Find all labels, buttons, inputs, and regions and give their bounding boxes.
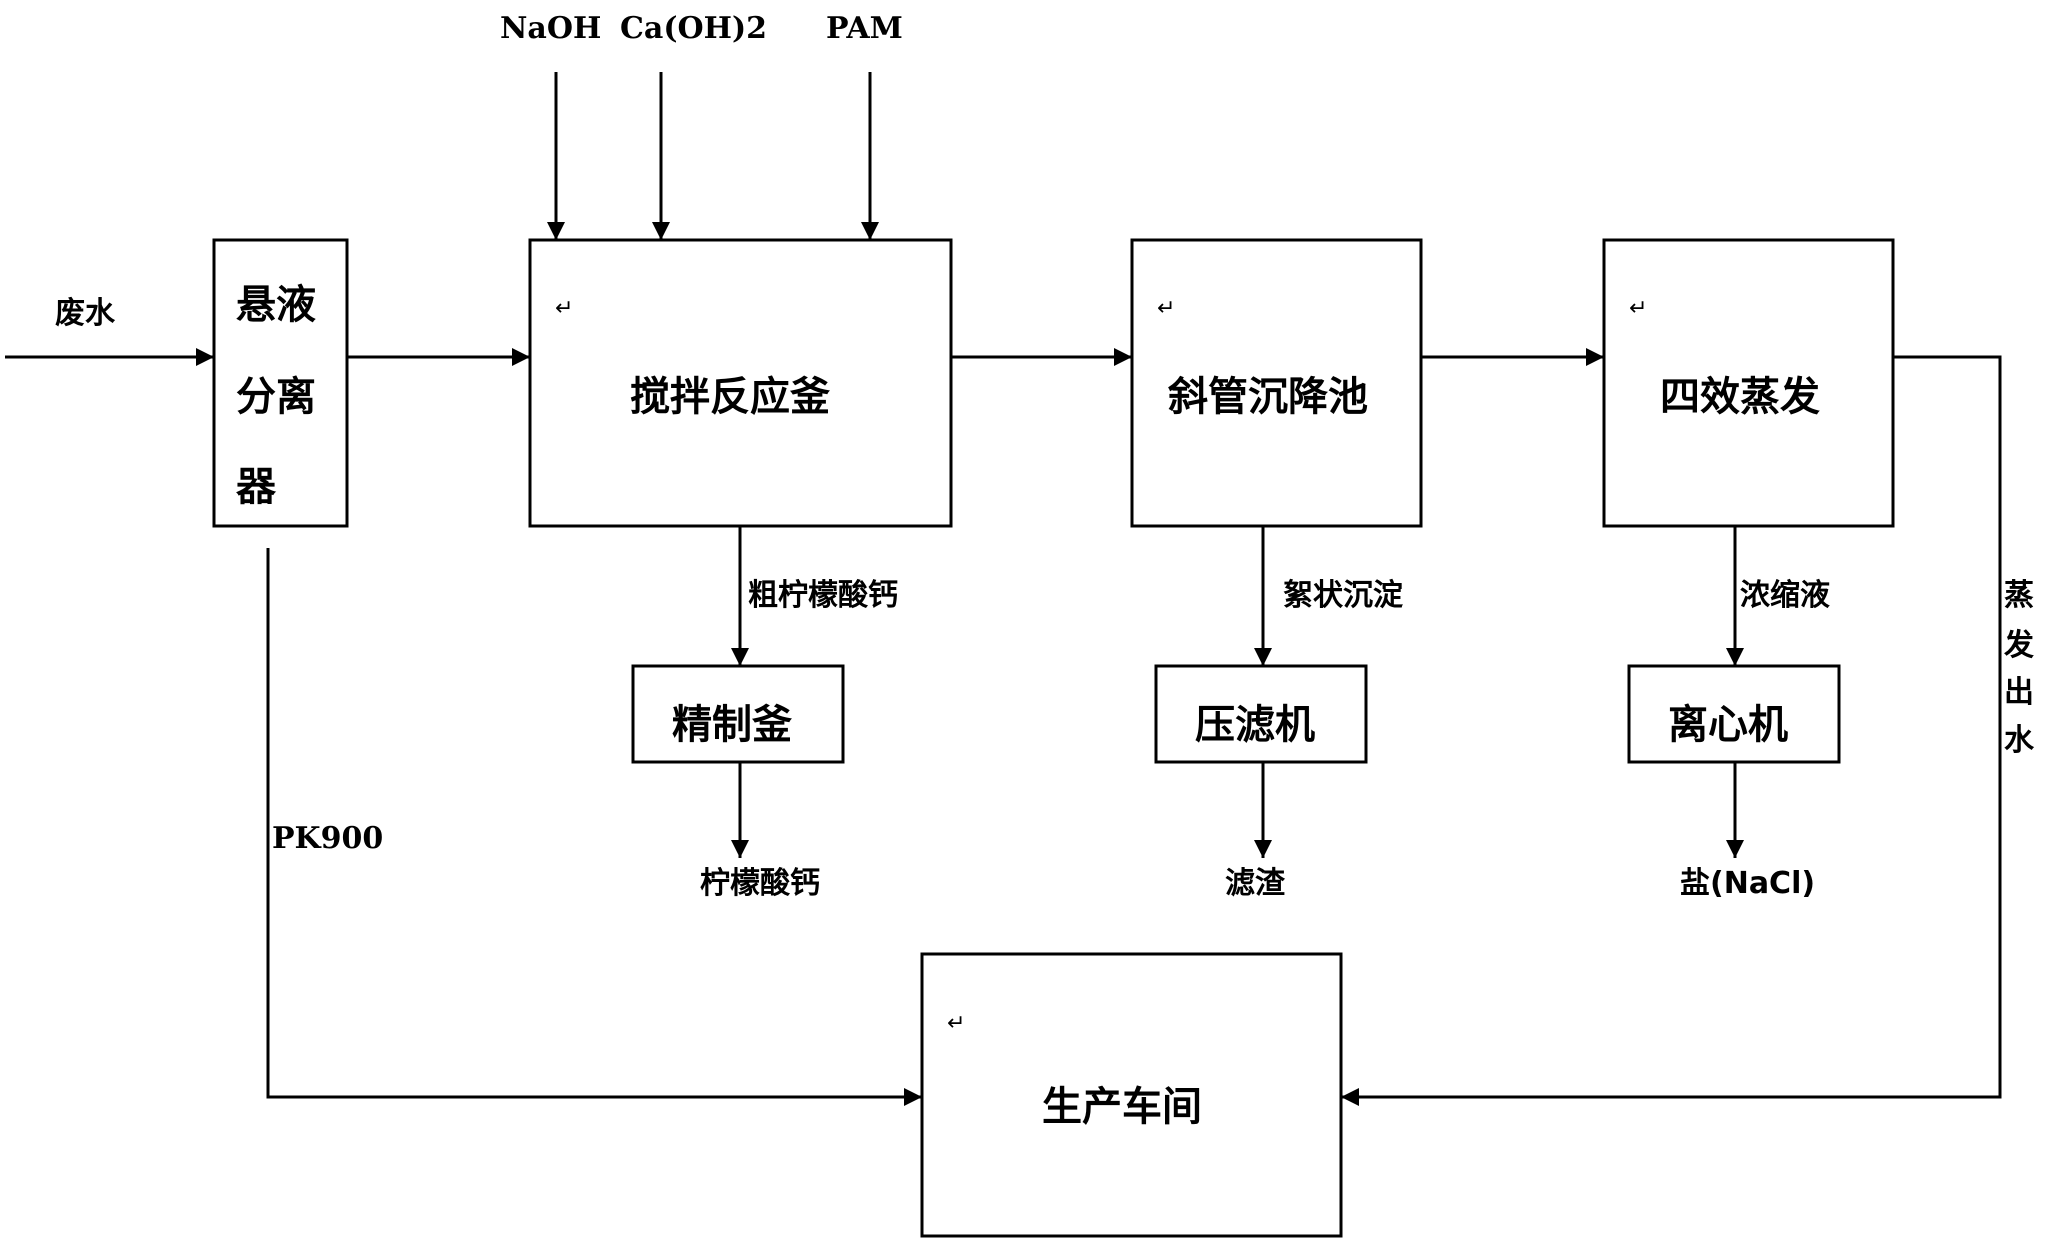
reactor-label: 搅拌反应釜 — [630, 374, 830, 420]
return-mark: ↵ — [555, 296, 573, 321]
refining-box — [631, 664, 845, 764]
evaporation-box — [1602, 238, 1895, 528]
separator-label-2: 分离 — [236, 374, 316, 420]
evap-water-label-4: 水 — [2004, 723, 2035, 758]
salt-label: 盐(NaCl) — [1680, 866, 1815, 901]
filter-residue-label: 滤渣 — [1225, 866, 1286, 901]
return-mark: ↵ — [1157, 296, 1175, 321]
caoh2-label: Ca(OH)2 — [620, 11, 767, 46]
crude-calcium-citrate-label: 粗柠檬酸钙 — [748, 578, 898, 613]
evap-water-label-2: 发 — [2003, 628, 2034, 663]
pk900-return-arrow — [266, 548, 922, 1106]
evap-water-label-1: 蒸 — [2004, 578, 2034, 613]
workshop-label: 生产车间 — [1042, 1084, 1202, 1130]
pk900-label: PK900 — [272, 821, 383, 856]
return-mark: ↵ — [947, 1011, 965, 1036]
naoh-label: NaOH — [500, 11, 601, 46]
centrifuge-label: 离心机 — [1668, 702, 1788, 748]
evaporated-water-return-arrow — [1341, 355, 2002, 1106]
evap-water-label-3: 出 — [2004, 675, 2034, 710]
evaporation-label: 四效蒸发 — [1660, 374, 1820, 420]
calcium-citrate-label: 柠檬酸钙 — [700, 866, 820, 901]
reactor-box — [528, 238, 953, 528]
filter-press-box — [1154, 664, 1368, 764]
workshop-box — [920, 952, 1343, 1238]
refining-label: 精制釜 — [672, 702, 792, 748]
separator-label-1: 悬液 — [236, 282, 316, 328]
filter-press-label: 压滤机 — [1195, 702, 1315, 748]
settling-label: 斜管沉降池 — [1168, 374, 1368, 420]
separator-box — [212, 238, 349, 528]
wastewater-label: 废水 — [55, 296, 116, 331]
separator-label-3: 器 — [236, 464, 277, 510]
pam-label: PAM — [826, 11, 903, 46]
settling-box — [1130, 238, 1423, 528]
floc-precipitate-label: 絮状沉淀 — [1283, 578, 1403, 613]
concentrate-label: 浓缩液 — [1740, 578, 1830, 613]
return-mark: ↵ — [1629, 296, 1647, 321]
